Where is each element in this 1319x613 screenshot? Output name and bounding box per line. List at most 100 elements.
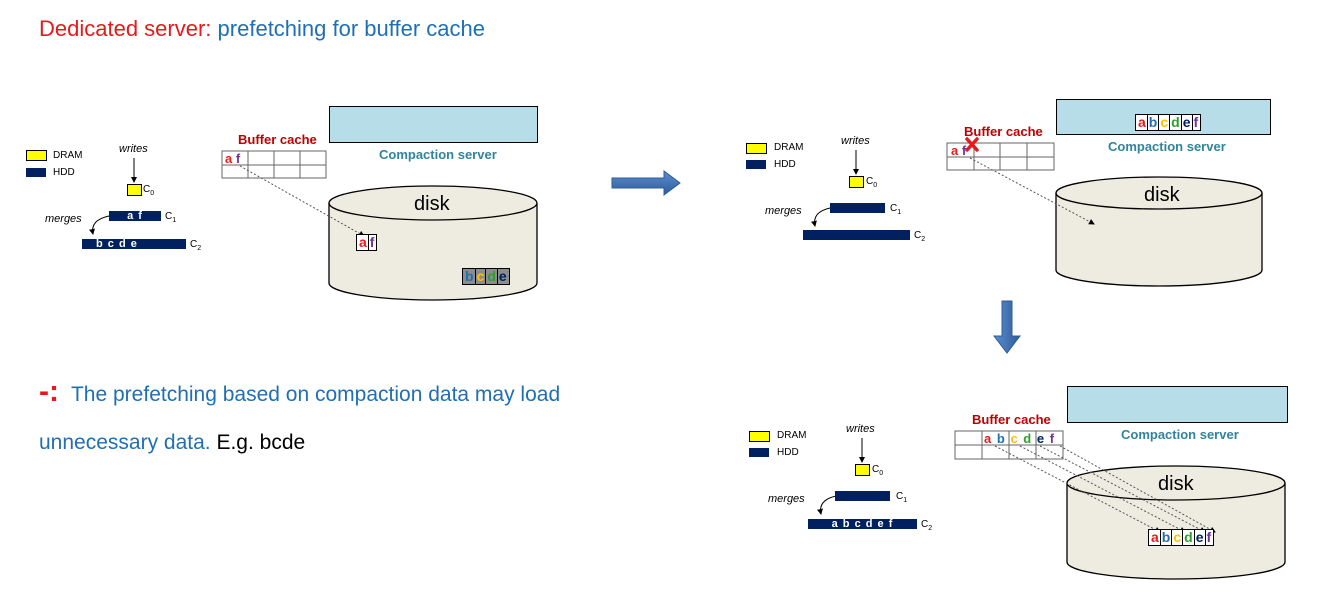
block-letter: c	[1158, 114, 1170, 130]
compaction-server-label: Compaction server	[379, 147, 497, 162]
block-letter: e	[496, 268, 508, 284]
block-letter: a	[1138, 114, 1146, 130]
merges-arrow-1	[89, 215, 110, 235]
block-letter: a	[359, 234, 367, 250]
compaction-server-box	[329, 106, 538, 143]
c2-block: a b c d e f	[808, 519, 917, 530]
minus-mark: -:	[39, 375, 59, 408]
c0-label: C	[143, 184, 151, 195]
buffer-cache-contents: a f	[225, 151, 240, 166]
c0-label: C	[866, 176, 874, 187]
c0-block	[855, 464, 870, 476]
block-letter: f	[367, 234, 376, 250]
block-letter: c	[1171, 529, 1183, 545]
dram-legend-label: DRAM	[53, 150, 83, 161]
down-arrow-icon	[992, 300, 1022, 354]
dram-legend-label: DRAM	[777, 430, 807, 441]
hdd-legend-swatch	[26, 168, 46, 177]
disk-2	[1055, 176, 1263, 287]
c1-label: C	[896, 491, 904, 502]
title-prefix: Dedicated server:	[39, 16, 212, 41]
compaction-server-box	[1067, 386, 1288, 423]
disk-label: disk	[414, 193, 450, 215]
block-letter: d	[1182, 529, 1194, 545]
hdd-legend-swatch	[746, 160, 766, 169]
hdd-legend-label: HDD	[774, 159, 796, 170]
hdd-legend-swatch	[749, 448, 769, 457]
block-letter: b	[465, 268, 474, 284]
buffer-cache-title: Buffer cache	[972, 412, 1051, 427]
block-letter: e	[1180, 114, 1192, 130]
cache-letter: d	[1023, 431, 1033, 446]
c2-sub: 2	[921, 236, 926, 243]
c1-block	[835, 491, 890, 501]
title-main: prefetching for buffer cache	[217, 16, 485, 41]
disk-label: disk	[1158, 473, 1194, 495]
buffer-cache-contents: a b c d e f	[984, 431, 1055, 446]
c1-sub: 1	[903, 497, 908, 504]
writes-label: writes	[846, 423, 875, 435]
buffer-cache-table-3	[954, 430, 1064, 460]
compaction-server-label: Compaction server	[1121, 427, 1239, 442]
cache-letter: b	[996, 431, 1006, 446]
c1-label: C	[890, 203, 898, 214]
block-letter: d	[485, 268, 497, 284]
buffer-cache-title: Buffer cache	[238, 132, 317, 147]
merges-arrow-3	[817, 495, 837, 515]
c2-block: b c d e	[82, 239, 186, 250]
c2-label: C	[921, 519, 929, 530]
dram-legend-swatch	[749, 431, 770, 442]
merges-arrow-2	[811, 207, 831, 227]
drawback-example: E.g. bcde	[216, 431, 306, 454]
c1-sub: 1	[172, 217, 177, 224]
dram-legend-swatch	[746, 143, 767, 154]
block-letter: e	[1193, 529, 1205, 545]
c0-sub: 0	[150, 190, 155, 197]
block-letter: a	[1151, 529, 1159, 545]
dram-legend-swatch	[26, 150, 47, 161]
compaction-server-label: Compaction server	[1108, 139, 1226, 154]
block-letter: b	[1159, 529, 1172, 545]
disk-label: disk	[1144, 184, 1180, 206]
cache-letter: a	[225, 151, 233, 166]
drawback-line-2: unnecessary data.	[39, 431, 211, 454]
c2-sub: 2	[197, 245, 202, 252]
c0-block	[127, 184, 142, 196]
prefetch-line-2	[969, 157, 1095, 225]
c1-block: a f	[109, 211, 161, 222]
page-title: Dedicated server: prefetching for buffer…	[39, 16, 485, 42]
prefetch-lines-3	[994, 445, 1216, 533]
buffer-cache-table-2	[946, 142, 1055, 171]
c0-block	[849, 176, 864, 188]
merges-label: merges	[765, 205, 802, 217]
block-letter: c	[474, 268, 486, 284]
buffer-cache-table-1	[221, 150, 327, 179]
c2-block	[803, 230, 910, 240]
buffer-cache-title: Buffer cache	[964, 124, 1043, 139]
buffer-cache-contents: a f	[951, 143, 966, 158]
c2-sub: 2	[928, 525, 933, 532]
dram-legend-label: DRAM	[774, 142, 804, 153]
drawback-line-1: The prefetching based on compaction data…	[70, 383, 561, 406]
c1-sub: 1	[897, 209, 902, 216]
drawback-note: -: The prefetching based on compaction da…	[39, 368, 659, 467]
c0-sub: 0	[873, 182, 878, 189]
cache-letter: a	[951, 143, 959, 158]
cache-letter: c	[1010, 431, 1019, 446]
merges-label: merges	[45, 213, 82, 225]
c2-label: C	[914, 230, 922, 241]
block-letter: f	[1204, 529, 1213, 545]
c0-sub: 0	[879, 470, 884, 477]
c1-label: C	[165, 211, 173, 222]
merges-label: merges	[768, 493, 805, 505]
c1-block	[830, 203, 885, 213]
cache-letter: f	[1049, 431, 1056, 446]
block-letter: d	[1169, 114, 1181, 130]
c2-label: C	[190, 239, 198, 250]
cache-letter: e	[1036, 431, 1046, 446]
